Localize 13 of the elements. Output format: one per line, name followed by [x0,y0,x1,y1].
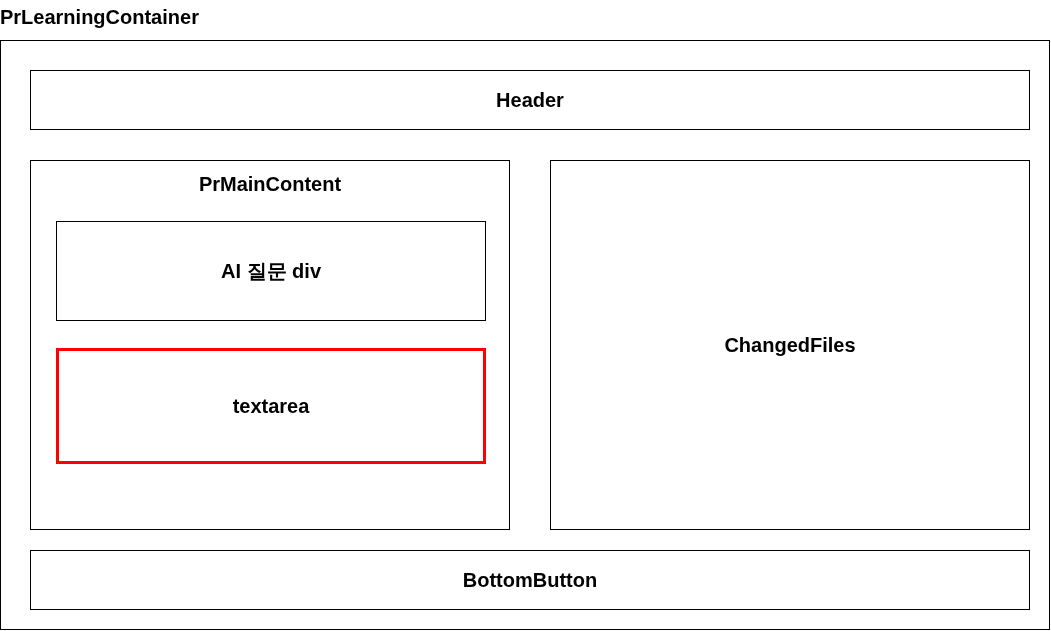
container-title: PrLearningContainer [0,6,199,29]
section-label: BottomButton [462,568,598,592]
section-label: ChangedFiles [724,333,856,357]
section-label: Header [496,88,564,112]
bottom-button-bar [30,550,1030,610]
changed-files-panel [550,160,1030,530]
section-label: AI 질문 div [221,258,321,284]
section-label: textarea [232,394,310,418]
main-content-panel [30,160,510,530]
header-section [30,70,1030,130]
panel-title: PrMainContent [198,173,342,196]
text-input-area [56,348,486,464]
question-section [56,221,486,321]
